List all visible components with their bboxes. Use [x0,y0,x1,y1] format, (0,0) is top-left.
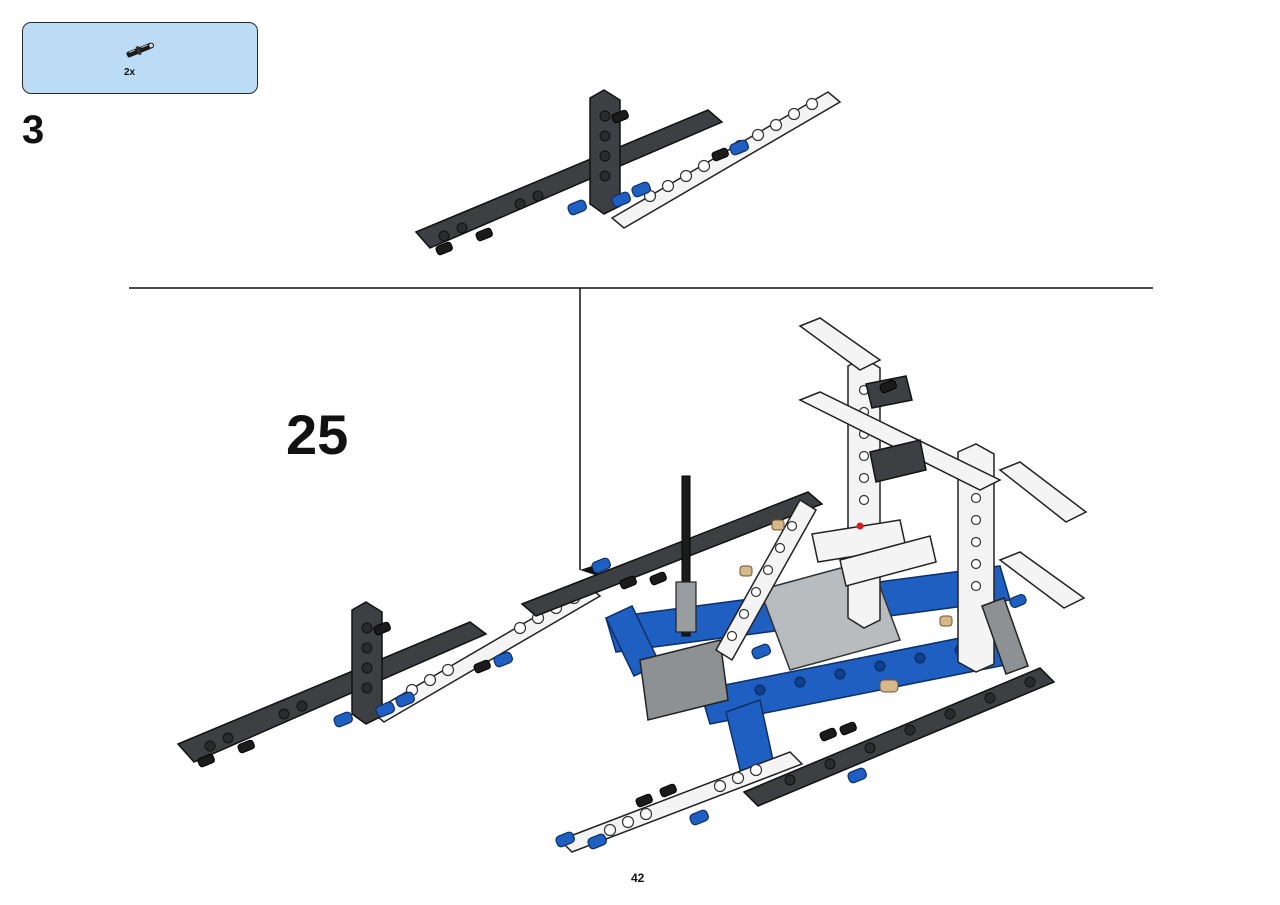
parts-callout: 2x [22,22,258,94]
step-number: 25 [286,403,349,466]
subassembly-model [414,89,842,256]
main-assembly-model [176,317,1088,853]
page-number: 42 [631,871,645,885]
substep-number: 3 [22,108,45,152]
part-quantity: 2x [124,67,136,78]
black-friction-pin-icon [126,42,155,58]
